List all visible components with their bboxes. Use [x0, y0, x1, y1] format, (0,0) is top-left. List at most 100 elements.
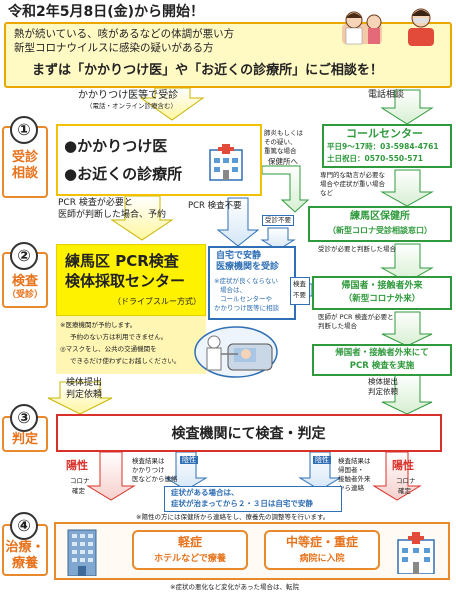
arrow-header-to-callcenter: [380, 89, 434, 125]
confirmed-left-2: 確定: [72, 487, 85, 495]
health-center-title: 練馬区保健所: [350, 211, 410, 222]
positive-left-label: 陽性: [66, 459, 88, 472]
returnee-outpatient-2: （新型コロナ外来）: [343, 294, 421, 304]
pcr-center-box: 練馬区 PCR検査 検体採取センター （ドライブスルー方式）: [56, 244, 206, 316]
arrow-healthcenter-to-home: [260, 227, 296, 251]
step1-label-line2: 相談: [11, 165, 38, 181]
submit-left-2: 判定依頼: [66, 390, 103, 400]
confirmed-left-1: コロナ: [70, 477, 90, 485]
mild-box: 軽症 ホテルなどで療養: [132, 530, 248, 570]
clinic-item-1: ●かかりつけ医: [64, 137, 168, 155]
pcr-needed-2: 医師が判断した場合、予約: [58, 210, 167, 220]
arrow-header-to-clinic: [139, 87, 205, 121]
negative-left-label: 陰性: [180, 456, 198, 465]
submit-right-1: 検体提出: [368, 377, 398, 386]
arrow-healthcenter-to-outpatient: [380, 243, 434, 283]
arrow-clinic-to-home: [216, 197, 260, 247]
pcr-drive-through-illustration: [194, 326, 278, 378]
pcr-not-needed: PCR 検査不要: [188, 201, 242, 211]
arrow-positive-right: [372, 451, 422, 501]
header-line-1: 熱が続いている、咳があるなどの体調が悪い方: [14, 28, 235, 40]
exam-not-needed-tag: 検査 不要: [290, 277, 310, 305]
submit-right-2: 判定依頼: [368, 387, 398, 396]
confirmed-right-1: コロナ: [396, 477, 416, 485]
transfer-note-2: その疑い、: [264, 138, 297, 146]
treatment-frame: [54, 522, 450, 580]
judgement-box: 検査機関にて検査・判定: [56, 414, 442, 452]
pcr-note-1: ※医療機関が予約します。: [60, 321, 137, 329]
step3-number: ③: [10, 404, 38, 432]
contact-right-2: 帰国者・: [338, 466, 364, 474]
call-center-title: コールセンター: [346, 127, 423, 140]
call-center-note-2: 場合や症状が重い場合: [320, 180, 385, 188]
returnee-note-2: 判断した場合: [318, 322, 357, 330]
arrow-positive-left: [86, 451, 136, 501]
call-center-note-1: 専門的な助言が必要な: [320, 171, 385, 179]
negative-note-1: 症状がある場合は、: [171, 488, 239, 497]
step4-label-line1: 治療・: [5, 540, 45, 555]
header-call-to-action: まずは「かかりつけ医」や「お近くの診療所」にご相談を！: [32, 63, 383, 78]
contact-right-1: 検査結果は: [338, 457, 371, 465]
building-icon: [62, 526, 102, 577]
arrow-test-to-judgement: [381, 373, 433, 415]
positive-contact-note: ※陽性の方には保健所から連絡をし、療養先の調整等を行います。: [136, 513, 330, 521]
step2-label-line2: （受診）: [6, 289, 43, 300]
health-center-box: 練馬区保健所 （新型コロナ受診相談窓口）: [308, 206, 452, 242]
returnee-test-2: PCR 検査を実施: [349, 361, 415, 371]
judgement-text: 検査機関にて検査・判定: [171, 426, 326, 442]
step1-label: 受診 相談: [3, 150, 47, 181]
returnee-test-1: 帰国者・接触者外来にて: [335, 348, 429, 358]
call-center-box: コールセンター 平日9～17時：03-5984-4761 土日祝日：0570-5…: [322, 124, 452, 168]
arrow-clinic-to-pcr: [110, 195, 174, 241]
severe-sub: 病院に入院: [299, 554, 345, 564]
consult-not-needed: 受診不要: [262, 215, 294, 227]
step2-number: ②: [10, 242, 38, 270]
page-title: 令和2年5月8日(金)から開始！: [8, 4, 205, 20]
contact-right-4: から連絡: [338, 484, 364, 492]
clinic-caption: かかりつけ医等で受診: [78, 90, 179, 101]
mild-sub: ホテルなどで療養: [154, 554, 226, 564]
contact-left-3: 医などから連絡: [132, 475, 178, 483]
arrow-pcr-to-judgement: [47, 381, 113, 415]
arrow-outpatient-to-test: [381, 311, 433, 347]
pcr-center-subtitle: （ドライブスルー方式）: [113, 297, 201, 306]
call-center-weekend: 土日祝日：0570-550-571: [327, 154, 423, 163]
negative-right-label: 陰性: [313, 456, 331, 465]
home-care-note-2: 場合は、: [220, 286, 246, 294]
step4-label-line2: 療養: [11, 555, 38, 571]
pcr-note-3: ◎マスクをし、公共の交通機関を: [60, 345, 157, 353]
pcr-center-title-1: 練馬区 PCR検査: [65, 252, 179, 270]
home-care-note-4: かかりつけ医等に相談: [214, 304, 280, 312]
returnee-test-box: 帰国者・接触者外来にて PCR 検査を実施: [312, 344, 452, 376]
negative-note-2: 症状が治まってから２・３日は自宅で安静: [171, 499, 313, 508]
negative-note-box: 症状がある場合は、 症状が治まってから２・３日は自宅で安静: [164, 486, 342, 512]
severe-title: 中等症・重症: [285, 535, 358, 549]
mild-title: 軽症: [177, 535, 202, 549]
exam-tag-2: 不要: [293, 291, 306, 299]
confirmed-right-2: 確定: [398, 487, 411, 495]
home-care-box: 自宅で安静 医療機関を受診 ※症状が良くならない 場合は、 コールセンターや か…: [208, 246, 296, 320]
contact-right-3: 接触者外来: [338, 475, 371, 483]
arrow-callcenter-to-healthcenter: [380, 169, 434, 207]
step4-number: ④: [10, 512, 38, 540]
exam-tag-1: 検査: [293, 280, 306, 288]
pcr-center-title-2: 検体採取センター: [65, 272, 186, 290]
step2-label: 検査 （受診）: [3, 274, 47, 300]
to-health-center-label: 保健所へ: [268, 157, 298, 166]
doctor-icon: [338, 6, 392, 46]
footer-note: ※症状の悪化など変化があった場合は、転院: [170, 583, 299, 591]
home-care-note-3: コールセンターや: [220, 295, 272, 303]
health-center-subtitle: （新型コロナ受診相談窓口）: [328, 226, 432, 235]
severe-box: 中等症・重症 病院に入院: [264, 530, 380, 570]
returnee-note-1: 医師が PCR 検査が必要と: [318, 313, 394, 321]
home-care-note-1: ※症状が良くならない: [214, 277, 278, 285]
pcr-note-4: できるだけ使わずにお越しください。: [70, 357, 181, 365]
contact-left-1: 検査結果は: [132, 457, 165, 465]
header-line-2: 新型コロナウイルスに感染の疑いがある方: [14, 42, 214, 54]
step1-number: ①: [10, 116, 38, 144]
pcr-notes-box: ※医療機関が予約します。 予約のない方は利用できません。 ◎マスクをし、公共の交…: [56, 316, 206, 374]
transfer-note-1: 肺炎もしくは: [264, 129, 303, 137]
step3-label: 判定: [11, 432, 38, 447]
health-center-note: 受診が必要と判断した場合: [318, 245, 396, 253]
